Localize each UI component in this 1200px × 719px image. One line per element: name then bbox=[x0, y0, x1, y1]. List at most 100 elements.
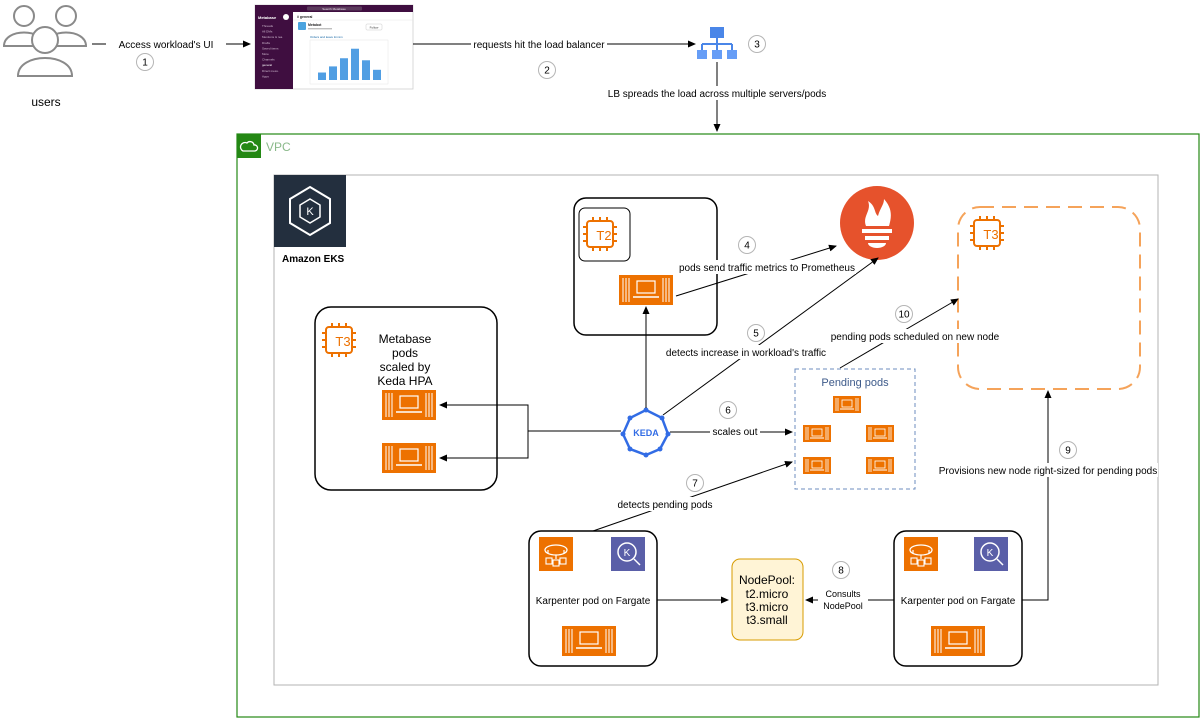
metabase-caption-line: scaled by bbox=[380, 360, 431, 374]
edge-keda-to-prometheus bbox=[662, 257, 879, 416]
screenshot-nav-item: Apps bbox=[262, 74, 269, 78]
screenshot-nav-item: Channels bbox=[262, 58, 275, 62]
step-5-badge: 5 bbox=[747, 324, 765, 342]
step-1-badge: 1 bbox=[136, 53, 154, 71]
karpenter-badge: K bbox=[987, 548, 994, 559]
vpc-label: VPC bbox=[266, 140, 291, 154]
edge-keda-to-metabase-pod-1 bbox=[439, 401, 621, 432]
pending-pod bbox=[865, 424, 895, 443]
screenshot-message: Orders and leave tim.km bbox=[310, 35, 343, 39]
step-6-label: scales out bbox=[712, 427, 757, 438]
step-9-badge: 9 bbox=[1059, 441, 1077, 459]
edge-karpenter-to-pending bbox=[592, 460, 793, 532]
step-3-badge: 3 bbox=[748, 35, 766, 53]
karpenter-left-pod bbox=[561, 625, 617, 657]
screenshot-workspace: Metabase bbox=[258, 15, 277, 20]
nodepool-instance-type: t2.micro bbox=[746, 587, 789, 601]
screenshot-bar bbox=[318, 72, 326, 80]
screenshot-nav-item: Threads bbox=[262, 24, 274, 28]
screenshot-nav-item: general bbox=[262, 63, 272, 67]
users-label: users bbox=[31, 95, 60, 109]
step-number: 3 bbox=[754, 40, 760, 51]
load-balancer-icon bbox=[697, 27, 737, 59]
metabase-pod-2 bbox=[381, 442, 437, 474]
keda-label: KEDA bbox=[633, 428, 659, 438]
edge-keda-to-metabase-pod-2 bbox=[439, 431, 529, 462]
step-8-badge: 8 bbox=[832, 561, 850, 579]
eks-cluster-boundary bbox=[273, 174, 1159, 686]
step-7-badge: 7 bbox=[686, 474, 704, 492]
screenshot-follow: Follow bbox=[370, 26, 380, 30]
step-3-label: LB spreads the load across multiple serv… bbox=[608, 89, 826, 100]
step-8-label-line1: Consults bbox=[825, 589, 861, 599]
step-number: 9 bbox=[1065, 446, 1071, 457]
t2-pod bbox=[618, 274, 674, 306]
pending-pod bbox=[865, 456, 895, 475]
step-6-badge: 6 bbox=[719, 401, 737, 419]
step-number: 5 bbox=[753, 329, 759, 340]
screenshot-nav-item: Drafts bbox=[262, 41, 271, 45]
new-t3-node bbox=[957, 206, 1141, 390]
new-t3-label: T3 bbox=[983, 227, 998, 242]
step-4-label: pods send traffic metrics to Prometheus bbox=[679, 263, 855, 274]
step-7-label: detects pending pods bbox=[617, 500, 712, 511]
step-badges: 1 2 3 4 5 6 7 8 9 10 bbox=[136, 35, 1077, 579]
pending-pod bbox=[802, 456, 832, 475]
vpc-boundary bbox=[236, 133, 1200, 718]
pending-pod bbox=[832, 395, 862, 414]
karpenter-right-pod bbox=[930, 625, 986, 657]
screenshot-nav-item: Direct mess. bbox=[262, 69, 279, 73]
pending-pods-box bbox=[794, 368, 916, 490]
eks-badge: K bbox=[306, 206, 314, 218]
step-5-label: detects increase in workload's traffic bbox=[666, 348, 826, 359]
step-4-badge: 4 bbox=[738, 236, 756, 254]
screenshot-sender: Metabot bbox=[308, 23, 322, 27]
pending-pods-title: Pending pods bbox=[821, 377, 889, 389]
metabase-t3-node bbox=[314, 306, 498, 491]
step-number: 6 bbox=[725, 406, 731, 417]
screenshot-nav-item: Saved items bbox=[262, 46, 279, 50]
step-2-label: requests hit the load balancer bbox=[473, 40, 605, 51]
step-9-label: Provisions new node right-sized for pend… bbox=[939, 466, 1157, 477]
nodepool-instance-type: t3.micro bbox=[746, 600, 789, 614]
eks-label: Amazon EKS bbox=[282, 254, 345, 265]
screenshot-nav-item: More bbox=[262, 52, 269, 56]
screenshot-nav-item: Mentions & rea. bbox=[262, 35, 283, 39]
nodepool-box bbox=[731, 558, 804, 641]
screenshot-bar bbox=[351, 48, 359, 80]
prometheus-icon bbox=[840, 186, 914, 260]
t2-label: T2 bbox=[596, 228, 611, 243]
screenshot-search: Search Metabase bbox=[322, 7, 346, 11]
step-2-badge: 2 bbox=[538, 61, 556, 79]
step-10-label: pending pods scheduled on new node bbox=[831, 332, 1000, 343]
step-8-label-line2: NodePool bbox=[823, 601, 863, 611]
screenshot-channel: # general bbox=[297, 15, 312, 19]
step-number: 7 bbox=[692, 479, 698, 490]
karpenter-right-label: Karpenter pod on Fargate bbox=[901, 596, 1016, 607]
screenshot-bar bbox=[373, 69, 381, 80]
screenshot-bar bbox=[362, 60, 370, 80]
step-number: 10 bbox=[898, 310, 910, 321]
nodepool-instance-type: t3.small bbox=[746, 613, 787, 627]
metabase-caption-line: Metabase bbox=[379, 332, 432, 346]
step-number: 1 bbox=[142, 58, 148, 69]
metabase-pod-1 bbox=[381, 389, 437, 421]
fargate-icon bbox=[538, 536, 574, 572]
metabase-caption-line: pods bbox=[392, 346, 418, 360]
nodepool-title: NodePool: bbox=[739, 573, 795, 587]
pending-pod bbox=[802, 424, 832, 443]
step-number: 2 bbox=[544, 66, 550, 77]
step-1-label: Access workload's UI bbox=[119, 40, 214, 51]
screenshot-bar bbox=[340, 58, 348, 80]
karpenter-badge: K bbox=[624, 548, 631, 559]
step-number: 4 bbox=[744, 241, 750, 252]
keda-icon bbox=[620, 407, 671, 458]
screenshot-bar bbox=[329, 66, 337, 80]
screenshot-bar-chart bbox=[318, 48, 381, 80]
metabase-caption-line: Keda HPA bbox=[377, 374, 432, 388]
screenshot-nav-item: All DMs bbox=[262, 30, 273, 34]
